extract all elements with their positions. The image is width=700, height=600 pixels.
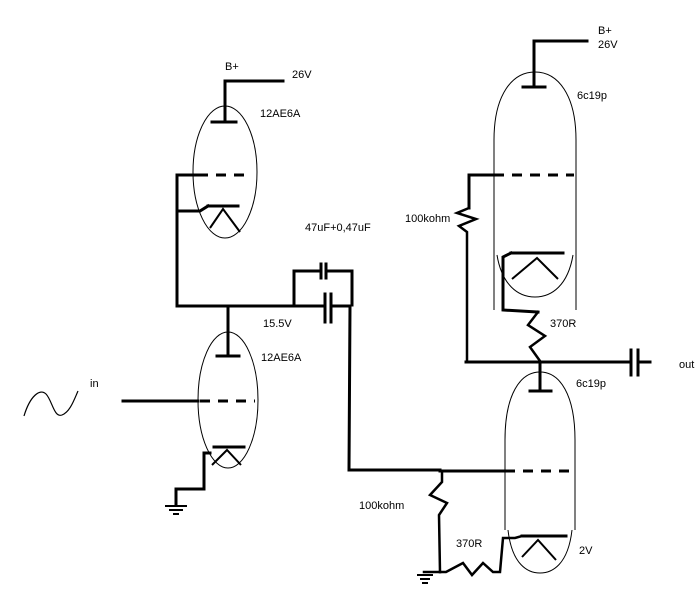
resistor-r4 (438, 534, 524, 577)
tube-v4-6c19p (438, 360, 576, 574)
label-tube-v2: 12AE6A (261, 352, 302, 364)
heater (511, 256, 559, 280)
label-node-voltage: 15.5V (263, 318, 292, 330)
label-tube-v3: 6c19p (577, 90, 607, 102)
label-bplus-left: B+ (225, 61, 239, 73)
tube-envelope-bottom (496, 254, 574, 298)
resistor-r2 (526, 310, 548, 363)
heater (211, 448, 242, 466)
label-coupling-caps: 47uF+0,47uF (305, 222, 371, 234)
ground-icon (165, 505, 187, 515)
tube-v2-12ae6a (121, 304, 259, 507)
capacitor-pair-c1 (292, 262, 442, 472)
heater (521, 538, 557, 561)
tube-envelope (493, 71, 577, 310)
tube-v3-6c19p (467, 39, 589, 314)
label-r4: 370R (456, 538, 482, 550)
label-input: in (90, 378, 99, 390)
tube-envelope (192, 105, 258, 239)
heater (209, 207, 241, 233)
tube-v1-12ae6a (175, 79, 285, 308)
ground-icon (417, 574, 433, 584)
cathode-wire (501, 250, 540, 314)
resistor-r3 (427, 469, 449, 574)
label-bplus-right: B+ (598, 25, 612, 37)
grid-wire (467, 173, 496, 210)
label-tube-v4: 6c19p (576, 378, 606, 390)
label-26v-left: 26V (292, 69, 312, 81)
label-output: out (679, 359, 694, 371)
sine-wave-icon (23, 390, 79, 417)
cap-output-wire (330, 304, 442, 472)
label-tube-v1: 12AE6A (260, 108, 301, 120)
label-r1: 100kohm (405, 213, 450, 225)
grid-tie-wire (175, 173, 202, 308)
tube-envelope-bottom (507, 529, 573, 574)
label-26v-right: 26V (598, 39, 618, 51)
cap-top-left-wire (292, 269, 322, 308)
resistor-r1 (453, 206, 480, 364)
cathode-tie-wire (175, 203, 211, 213)
cap-top-right-wire (325, 269, 354, 307)
label-r3: 100kohm (359, 500, 404, 512)
tube-envelope (504, 371, 576, 530)
bplus-wire (532, 39, 589, 89)
cathode-ground-wire (174, 451, 212, 507)
label-cathode-voltage: 2V (579, 545, 593, 557)
label-r2: 370R (550, 318, 576, 330)
